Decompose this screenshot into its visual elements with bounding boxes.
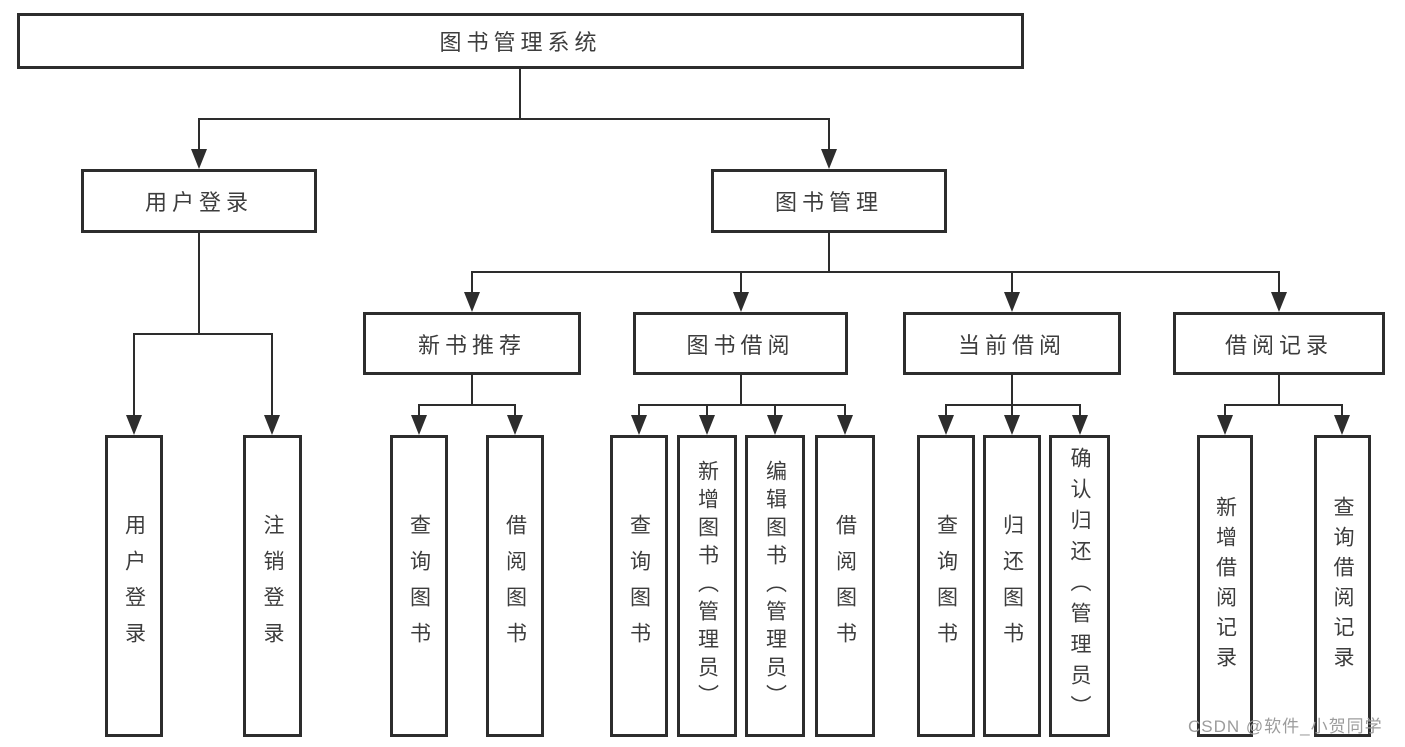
arrow-down-icon [938,415,954,435]
node-leaf-add-books-admin-label: 新增图书（管理员） [695,460,719,712]
arrow-down-icon [821,149,837,169]
connector-group3-horizontal [638,404,846,406]
connector-level3-horizontal [471,271,1280,273]
arrow-down-icon [733,292,749,312]
node-leaf-query-books-current-label: 查询图书 [934,514,958,658]
connector-group3-stem [740,375,742,405]
arrow-down-icon [1217,415,1233,435]
node-current-borrowing-label: 当前借阅 [957,332,1066,358]
node-leaf-edit-books-admin: 编辑图书（管理员） [745,435,805,737]
arrow-down-icon [1271,292,1287,312]
arrow-down-icon [1004,415,1020,435]
node-borrowing-records: 借阅记录 [1173,312,1385,375]
node-leaf-borrow-books-borrowing: 借阅图书 [815,435,875,737]
node-new-book-recommendation: 新书推荐 [363,312,581,375]
node-leaf-logout-label: 注销登录 [261,514,284,658]
connector-level3-drop-1 [471,272,473,294]
connector-group2-stem [471,375,473,405]
connector-group4-drop-c [1079,405,1081,417]
connector-group1-drop-left [133,334,135,417]
node-leaf-borrow-books-borrowing-label: 借阅图书 [833,514,857,658]
node-current-borrowing: 当前借阅 [903,312,1121,375]
node-leaf-borrow-books-recommend-label: 借阅图书 [503,514,527,658]
node-leaf-user-login: 用户登录 [105,435,163,737]
connector-group5-stem [1278,375,1280,405]
arrow-down-icon [411,415,427,435]
arrow-down-icon [1334,415,1350,435]
connector-group4-drop-b [1011,405,1013,417]
arrow-down-icon [191,149,207,169]
arrow-down-icon [631,415,647,435]
connector-group5-horizontal [1224,404,1343,406]
arrow-down-icon [464,292,480,312]
node-leaf-confirm-return-admin: 确认归还（管理员） [1049,435,1110,737]
connector-group4-stem [1011,375,1013,405]
arrow-down-icon [264,415,280,435]
node-leaf-query-books-recommend: 查询图书 [390,435,448,737]
connector-level2-horizontal [198,118,830,120]
connector-level2-drop-left [198,119,200,151]
arrow-down-icon [699,415,715,435]
node-user-login: 用户登录 [81,169,317,233]
node-book-management-label: 图书管理 [774,190,883,215]
arrow-down-icon [837,415,853,435]
node-borrowing-records-label: 借阅记录 [1224,332,1333,358]
connector-group1-drop-right [271,334,273,417]
node-leaf-logout: 注销登录 [243,435,302,737]
node-leaf-confirm-return-admin-label: 确认归还（管理员） [1068,446,1091,726]
node-leaf-add-books-admin: 新增图书（管理员） [677,435,737,737]
node-root: 图书管理系统 [17,13,1024,69]
arrow-down-icon [767,415,783,435]
csdn-watermark: CSDN @软件_小贺同学 [1188,717,1383,736]
node-leaf-return-books-label: 归还图书 [1000,514,1024,658]
node-leaf-edit-books-admin-label: 编辑图书（管理员） [763,460,787,712]
node-leaf-query-books-recommend-label: 查询图书 [407,514,431,658]
node-leaf-add-borrow-record: 新增借阅记录 [1197,435,1253,737]
arrow-down-icon [1004,292,1020,312]
node-leaf-query-books-borrowing: 查询图书 [610,435,668,737]
connector-group3-drop-a [638,405,640,417]
connector-level3-drop-2 [740,272,742,294]
connector-group2-drop-b [514,405,516,417]
node-book-management: 图书管理 [711,169,947,233]
connector-user-login-stem [198,233,200,334]
connector-group1-horizontal [133,333,273,335]
connector-group5-drop-a [1224,405,1226,417]
connector-group3-drop-d [844,405,846,417]
arrow-down-icon [1072,415,1088,435]
node-root-label: 图书管理系统 [439,30,602,55]
connector-group2-horizontal [418,404,516,406]
connector-book-management-stem [828,233,830,272]
node-leaf-return-books: 归还图书 [983,435,1041,737]
node-leaf-query-borrow-record-label: 查询借阅记录 [1331,496,1354,676]
connector-group3-drop-b [706,405,708,417]
node-leaf-user-login-label: 用户登录 [122,514,146,658]
connector-group2-drop-a [418,405,420,417]
connector-level2-drop-right [828,119,830,151]
node-leaf-query-borrow-record: 查询借阅记录 [1314,435,1371,737]
node-user-login-label: 用户登录 [144,190,253,215]
connector-level3-drop-4 [1278,272,1280,294]
node-leaf-query-books-current: 查询图书 [917,435,975,737]
arrow-down-icon [126,415,142,435]
connector-group4-drop-a [945,405,947,417]
connector-group5-drop-b [1341,405,1343,417]
node-book-borrowing: 图书借阅 [633,312,848,375]
connector-group4-horizontal [945,404,1081,406]
connector-root-stem [519,69,521,119]
node-new-book-recommendation-label: 新书推荐 [417,332,526,358]
node-leaf-borrow-books-recommend: 借阅图书 [486,435,544,737]
arrow-down-icon [507,415,523,435]
node-leaf-add-borrow-record-label: 新增借阅记录 [1213,496,1237,676]
node-book-borrowing-label: 图书借阅 [686,332,795,358]
connector-level3-drop-3 [1011,272,1013,294]
connector-group3-drop-c [774,405,776,417]
node-leaf-query-books-borrowing-label: 查询图书 [627,514,651,658]
